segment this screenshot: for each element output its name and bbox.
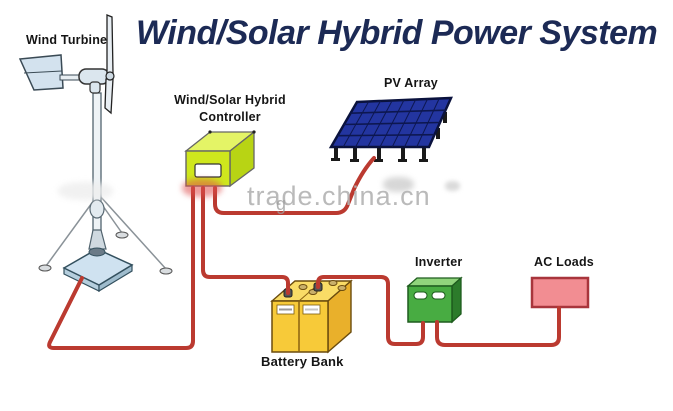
guy-wire — [45, 195, 98, 267]
controller-box — [184, 130, 256, 188]
watermark-logo-smudge — [182, 179, 222, 197]
watermark-smudge — [445, 181, 460, 191]
pv-array-label: PV Array — [384, 76, 438, 90]
inverter-side-face — [451, 276, 462, 324]
wire-battery-to-inverter — [316, 275, 425, 346]
vane-fold-line — [23, 70, 63, 74]
ac-loads-box — [530, 276, 590, 309]
rotor-hub — [105, 71, 115, 81]
wire-inverter-to-acloads — [435, 306, 561, 347]
pv-legs — [331, 112, 447, 162]
inverter-vent-slot — [431, 291, 446, 300]
watermark-smudge — [383, 177, 414, 192]
guy-wire-collar — [89, 199, 105, 219]
watermark-smudge — [58, 182, 113, 200]
controller-label-line1: Wind/Solar Hybrid — [174, 93, 286, 107]
diagram-title: Wind/Solar Hybrid Power System — [136, 14, 658, 52]
wire-turbine-to-controller — [47, 186, 195, 350]
yaw-mount — [89, 81, 101, 94]
battery-vent-cap — [298, 284, 308, 290]
inverter-front-face — [407, 285, 453, 323]
box-corner-dot — [208, 130, 212, 134]
controller-display-slot — [194, 163, 222, 178]
battery-bank-label: Battery Bank — [261, 354, 344, 369]
wire-pv-to-controller — [213, 156, 376, 215]
guy-wire — [99, 195, 167, 270]
pv-array — [328, 96, 453, 162]
wind-turbine-label: Wind Turbine — [26, 33, 108, 47]
pole-base-cone — [88, 229, 107, 250]
inverter-box — [406, 276, 463, 324]
controller-label: Wind/Solar Hybrid Controller — [168, 92, 292, 126]
controller-label-line2: Controller — [199, 110, 261, 124]
inverter-label: Inverter — [415, 255, 463, 269]
pole-base — [88, 247, 106, 257]
battery-bank-box — [270, 279, 353, 354]
inverter-vent-slot — [413, 291, 428, 300]
watermark-text: trade.china.cn — [247, 181, 431, 211]
rotor-blade-upper — [106, 14, 114, 74]
wire-controller-to-battery — [201, 186, 290, 295]
ac-loads-label: AC Loads — [534, 255, 594, 269]
watermark-fragment: g — [276, 194, 287, 214]
rotor-blade-lower — [104, 78, 114, 115]
wind-turbine — [18, 14, 173, 293]
turbine-platform — [62, 248, 134, 293]
battery-vent-cap — [328, 280, 338, 286]
box-corner-dot — [252, 130, 256, 134]
battery-vent-cap — [337, 285, 347, 291]
guy-anchor — [38, 231, 173, 275]
wiring — [47, 156, 561, 350]
pv-cell-columns — [342, 98, 440, 148]
